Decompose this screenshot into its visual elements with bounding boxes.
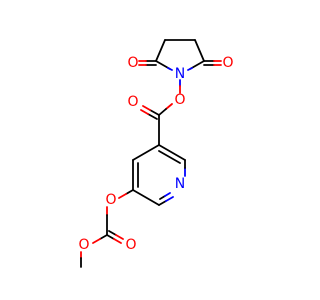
bond-n-to-right-carbonyl xyxy=(187,67,193,71)
bond-aryl-c-o-b xyxy=(118,193,127,199)
bond-ester-co-d xyxy=(140,109,149,115)
bond-ester-co-b xyxy=(142,105,151,111)
bond-ester-co-c xyxy=(147,113,158,120)
bond-o-link-to-c-a xyxy=(165,103,173,110)
bond-py-c6-n-inner-a xyxy=(159,195,166,200)
atom-label-layer: O O N O O N O O O xyxy=(78,55,233,253)
bond-ring-top-left xyxy=(155,39,166,62)
bond-ester-co-a xyxy=(149,109,160,116)
bond-carbonate-co-a xyxy=(106,234,115,240)
bond-py-c6-n-a xyxy=(158,200,167,206)
bond-layer xyxy=(80,39,222,268)
bond-o-link-to-c-b xyxy=(158,108,167,116)
bond-aryl-c-o-a xyxy=(125,189,134,195)
bond-py-c3-c4 xyxy=(132,144,160,161)
atom-o-ester-link: O xyxy=(174,92,185,108)
bond-py-c6-n-b xyxy=(165,196,174,202)
bond-carbonate-co-b xyxy=(113,238,122,244)
atom-o-ester-carbonyl: O xyxy=(127,94,138,110)
bond-carbonate-c-o-b xyxy=(92,238,101,244)
bond-py-c2-c3-inner xyxy=(158,150,181,164)
bond-ring-top-right xyxy=(194,39,205,62)
bond-carbonate-co-c xyxy=(108,230,117,236)
bond-n-to-left-carbonyl xyxy=(167,67,173,71)
bond-py-c5-c6 xyxy=(132,189,160,206)
atom-o-carbonate-carbonyl: O xyxy=(125,237,136,253)
bond-py-c2-c3 xyxy=(158,144,186,161)
molecule-structure-diagram: O O N O O N O O O xyxy=(78,39,234,268)
atom-o-imide-left: O xyxy=(127,55,138,71)
bond-carbonate-co-d xyxy=(115,234,124,240)
bond-py-c6-n-inner-b xyxy=(164,192,171,197)
atom-o-aryl-ether: O xyxy=(105,192,116,208)
atom-n-pyridine: N xyxy=(175,176,185,192)
atom-o-methoxy: O xyxy=(78,237,89,253)
atom-n-imide: N xyxy=(175,66,185,82)
bond-carbonate-c-o-a xyxy=(99,234,108,240)
atom-o-imide-right: O xyxy=(222,55,233,71)
